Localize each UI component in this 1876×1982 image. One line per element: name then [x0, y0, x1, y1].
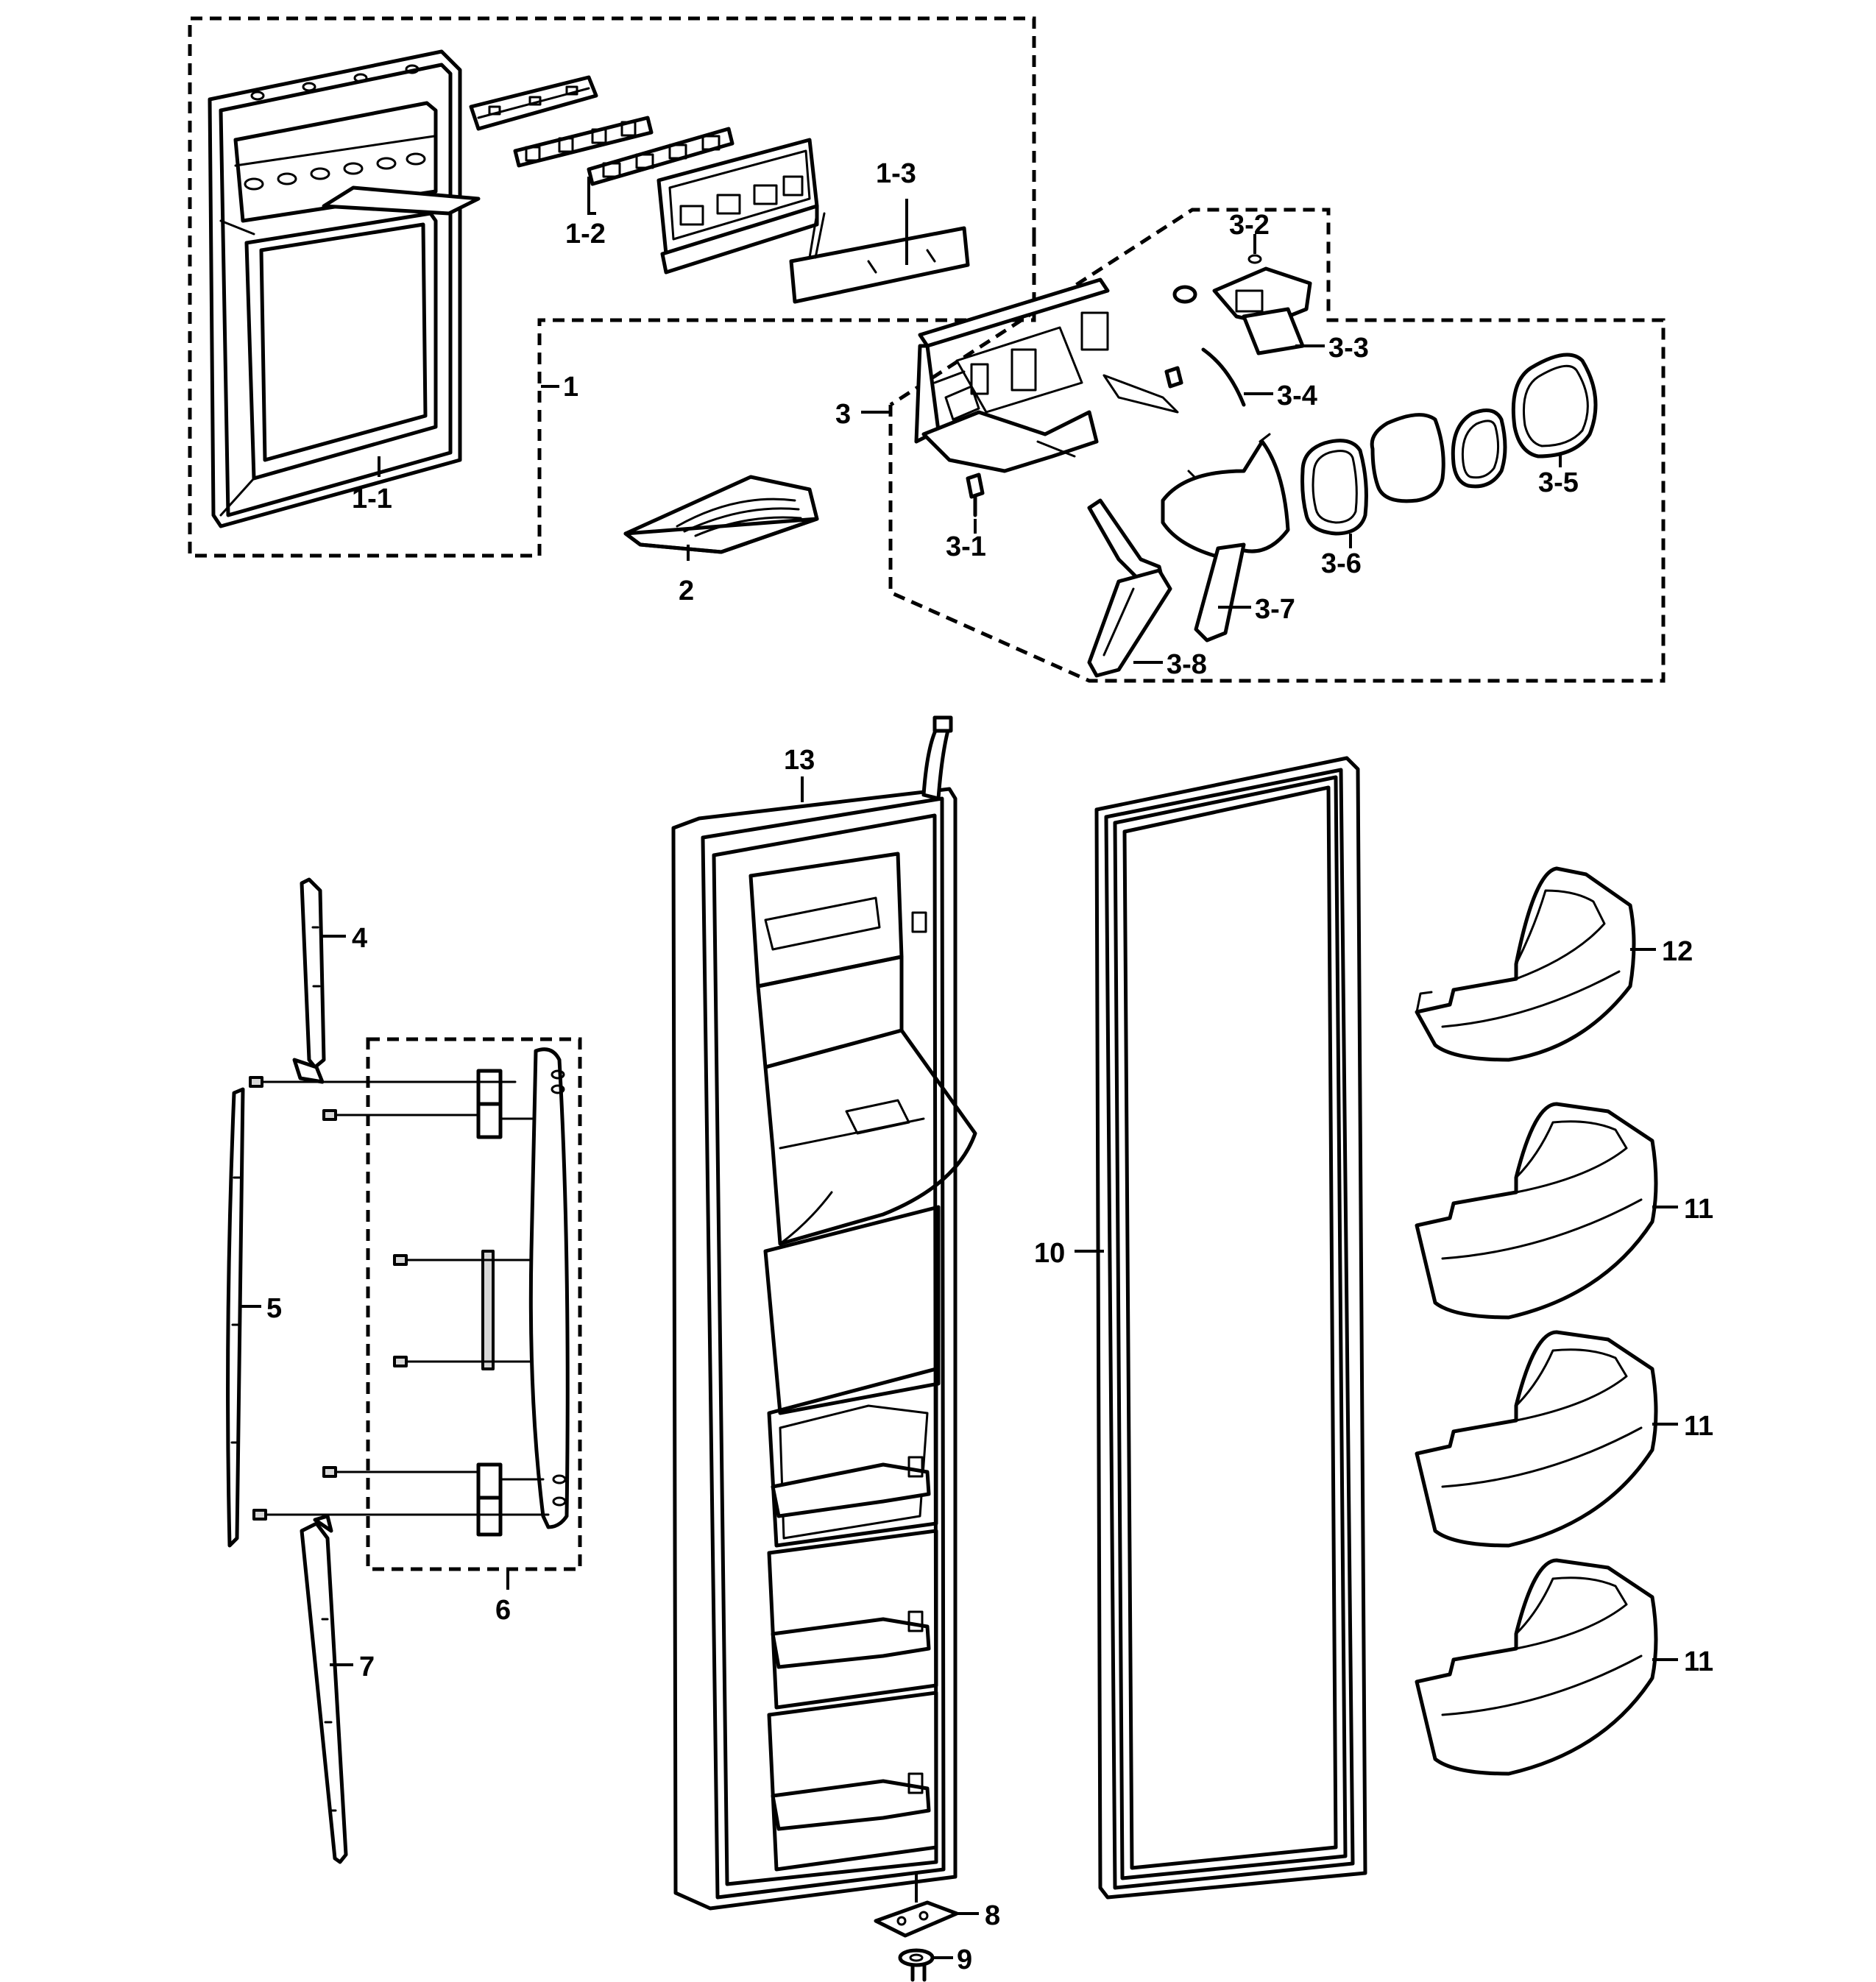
callout-13: 13 — [784, 745, 815, 776]
cap-mounting-screws — [249, 1076, 550, 1521]
group-6-handle-assembly — [322, 1037, 582, 1571]
part-9-washer-and-screws — [898, 1948, 935, 1982]
callout-3-7: 3-7 — [1255, 594, 1295, 625]
part-12-door-bin — [1415, 866, 1636, 1062]
part-11-door-bin-middle — [1415, 1330, 1658, 1548]
callout-3: 3 — [835, 399, 851, 430]
group-6-screws — [322, 1109, 487, 1478]
callout-3-5: 3-5 — [1538, 467, 1579, 498]
part-3-5-outer-gasket — [1511, 353, 1598, 459]
part-3-dispenser-housing — [914, 277, 1179, 473]
callout-1-3: 1-3 — [876, 158, 916, 189]
part-cushion-pad — [1370, 413, 1445, 503]
callout-11-lower: 11 — [1684, 1646, 1713, 1677]
part-2-drip-tray — [623, 475, 819, 554]
callout-9: 9 — [957, 1944, 972, 1975]
group-1-dispenser-panel-assembly — [188, 16, 1036, 558]
part-3-4-lever-wire — [1164, 347, 1246, 407]
callout-5: 5 — [266, 1293, 282, 1324]
callout-11-middle: 11 — [1684, 1411, 1713, 1442]
callout-12: 12 — [1662, 936, 1693, 967]
part-3-8-water-dispenser-lever — [1087, 498, 1172, 678]
callout-3-4: 3-4 — [1277, 381, 1317, 411]
part-11-door-bin-upper — [1415, 1102, 1658, 1320]
callout-2: 2 — [679, 576, 694, 606]
part-7-lower-door-cap — [300, 1514, 348, 1864]
callout-3-3: 3-3 — [1328, 333, 1369, 364]
part-3-1-small-fastener — [966, 473, 985, 517]
callout-3-6: 3-6 — [1321, 548, 1362, 579]
part-13-door-inner-liner — [671, 715, 977, 1911]
callout-3-2: 3-2 — [1229, 210, 1270, 241]
group-3-dashed-boundary — [888, 208, 1666, 683]
callout-3-8: 3-8 — [1167, 649, 1207, 680]
callout-1: 1 — [563, 372, 578, 403]
callout-7: 7 — [359, 1652, 375, 1682]
callout-3-1: 3-1 — [946, 531, 986, 562]
part-seal-ring — [1451, 408, 1507, 489]
part-1-2-switch-assembly — [469, 75, 735, 186]
leader-lines — [239, 177, 1678, 1959]
callout-labels: 1 1-1 1-2 1-3 2 3 3-1 3-2 3-3 3-4 3-5 3-… — [266, 158, 1713, 1975]
part-4-upper-door-cap — [292, 877, 326, 1084]
callout-8: 8 — [985, 1900, 1000, 1931]
callout-11-upper: 11 — [1684, 1194, 1713, 1225]
part-3-2-spring — [1247, 234, 1262, 264]
part-control-board — [656, 138, 819, 275]
callout-6: 6 — [495, 1595, 511, 1626]
part-11-door-bin-lower — [1415, 1558, 1658, 1776]
callout-4: 4 — [352, 923, 367, 954]
group-3-dispenser-mechanism-assembly — [888, 208, 1666, 683]
part-3-6-rubber-seal — [1300, 439, 1368, 536]
part-10-door-gasket — [1094, 756, 1367, 1900]
part-3-7-ice-dispenser-flap — [1161, 433, 1290, 643]
group-6-dashed-boundary — [366, 1037, 582, 1571]
callout-1-1: 1-1 — [352, 484, 392, 514]
part-1-1-dispenser-cover — [208, 49, 481, 528]
part-5-door-trim-strip — [226, 1087, 245, 1548]
part-1-3-cover-plate — [789, 212, 970, 304]
callout-10: 10 — [1034, 1238, 1065, 1269]
part-3-3-solenoid-bracket — [1172, 266, 1312, 355]
callout-1-2: 1-2 — [565, 219, 606, 249]
